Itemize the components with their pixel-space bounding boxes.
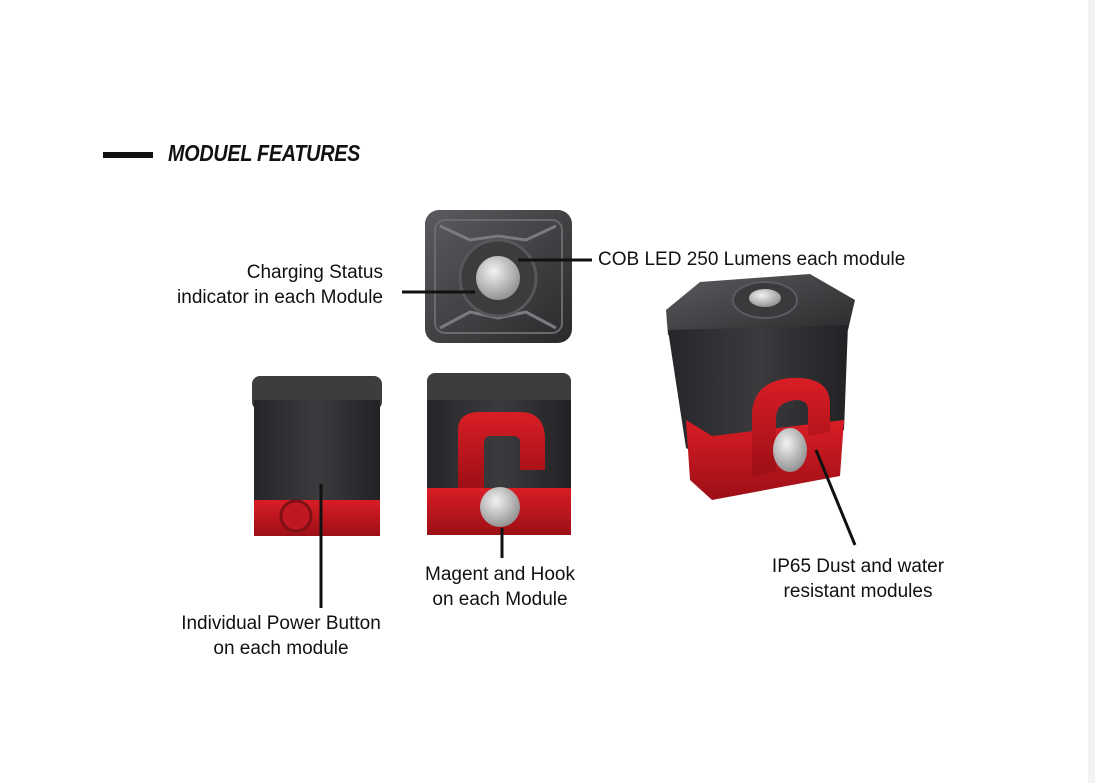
- led-lens-icon: [476, 256, 520, 300]
- caption-power-button: Individual Power Button on each module: [181, 613, 381, 659]
- caption-magnet-hook: Magent and Hook on each Module: [425, 564, 575, 610]
- magnet-icon: [480, 487, 520, 527]
- callout-lines: [319, 258, 857, 608]
- module-front-view: [427, 373, 571, 535]
- heading-bar: [103, 152, 153, 158]
- module-side-view: [252, 376, 382, 536]
- caption-cob-led: COB LED 250 Lumens each module: [598, 249, 906, 270]
- module-3d-view: [666, 274, 855, 500]
- module-top-view: [425, 210, 572, 343]
- caption-ip65: IP65 Dust and water resistant modules: [771, 556, 945, 602]
- section-title: MODUEL FEATURES: [168, 140, 361, 166]
- caption-charging-status: Charging Status indicator in each Module: [177, 262, 383, 308]
- power-button-icon: [279, 499, 313, 533]
